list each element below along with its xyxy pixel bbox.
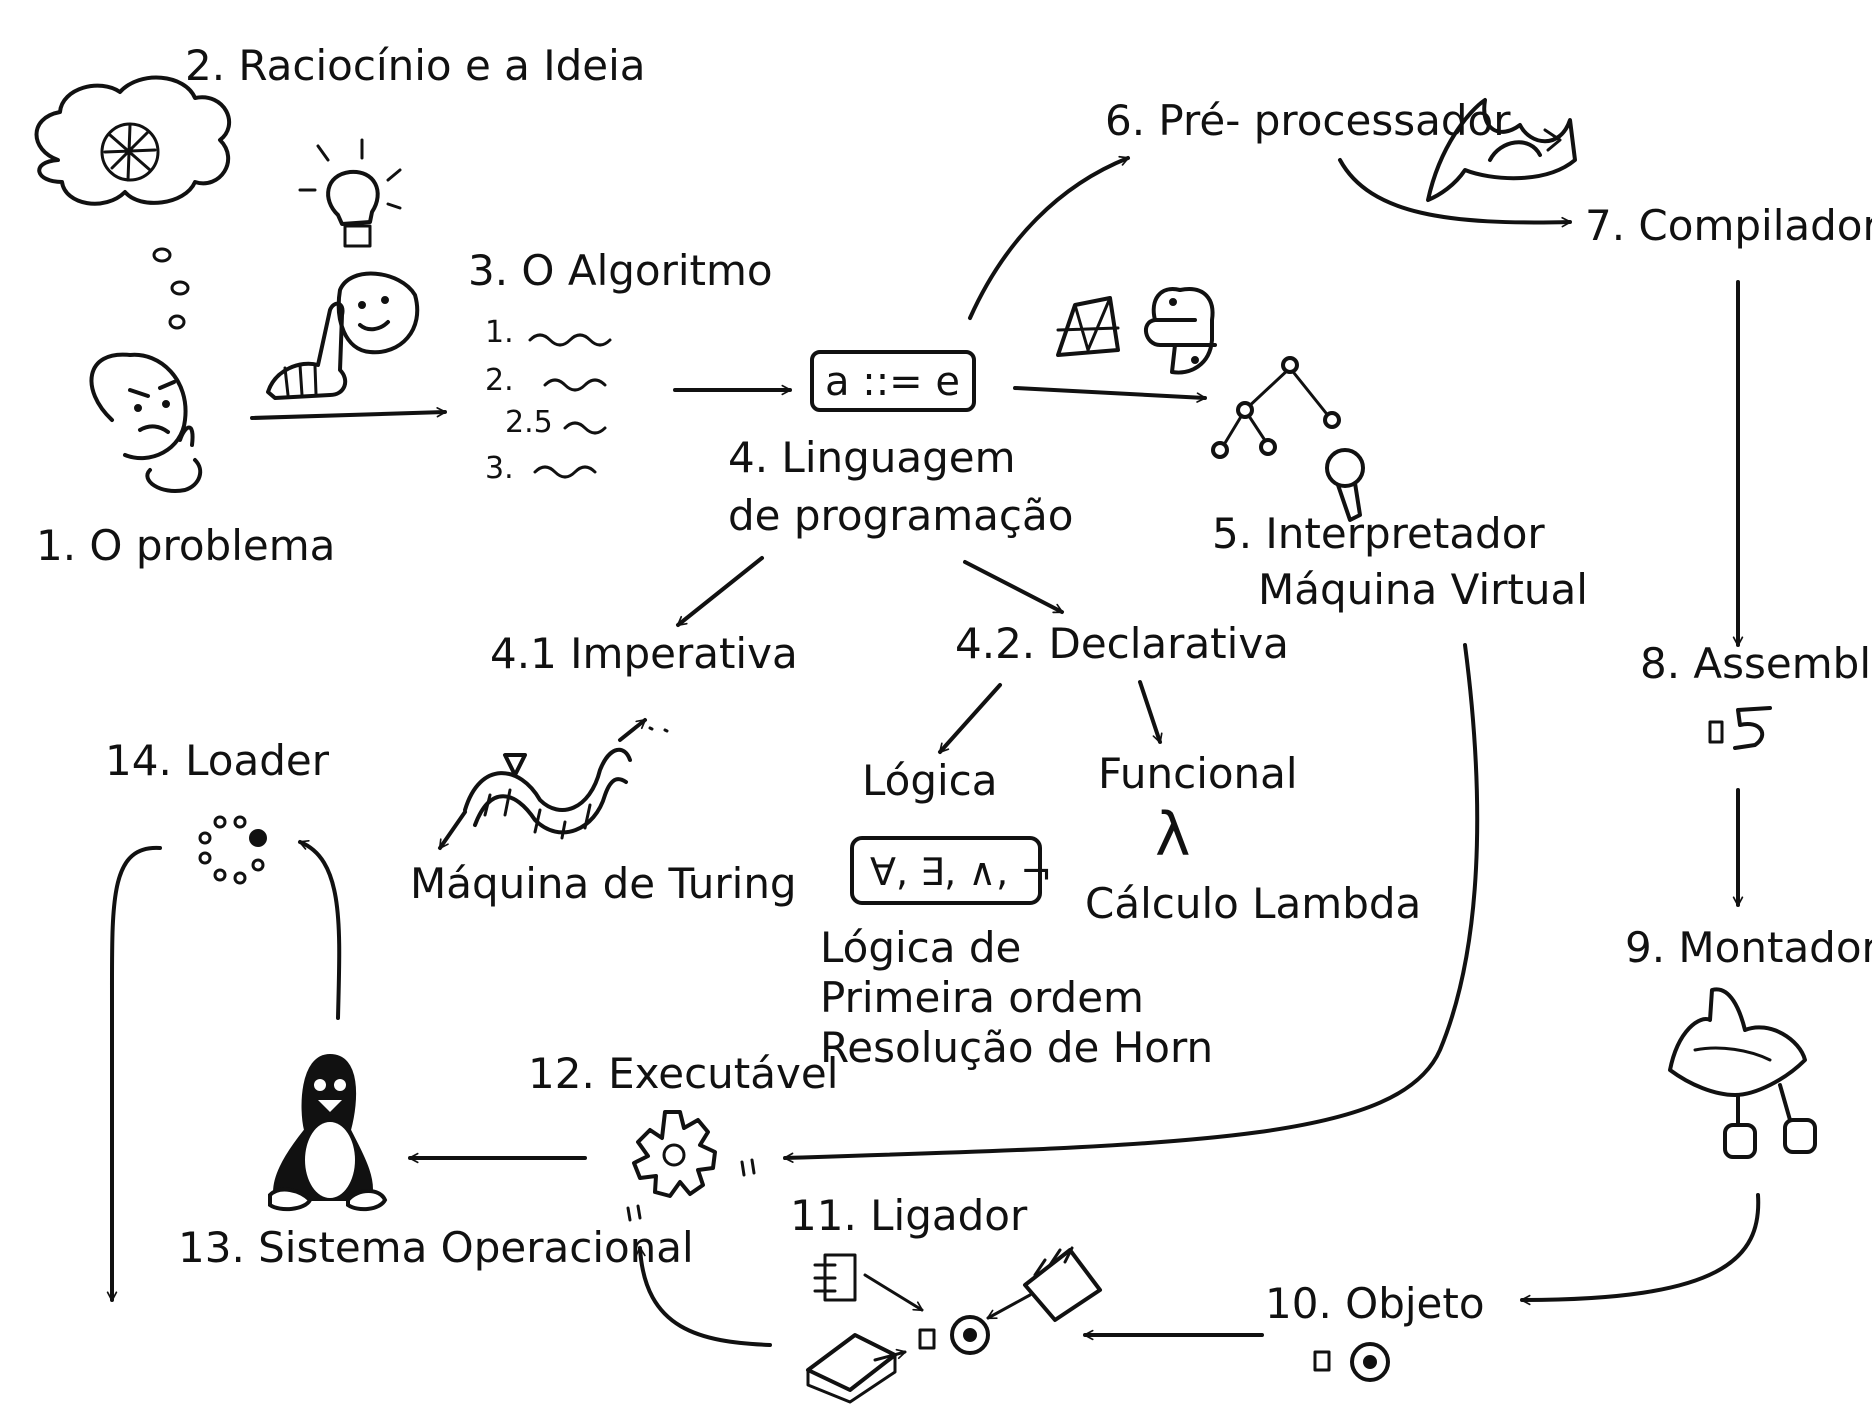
linker-square-icon [918, 1328, 936, 1350]
assembler-node: 9. Montador [1625, 923, 1872, 1159]
tux-penguin-icon [268, 1053, 388, 1212]
imperative-label: 4.1 Imperativa [490, 629, 798, 678]
logic-desc-line3: Resolução de Horn [820, 1023, 1213, 1072]
assembler-label: 9. Montador [1625, 923, 1872, 972]
flow-arrows [106, 155, 1761, 1362]
lightbulb-icon [298, 138, 402, 248]
functional-label: Funcional [1098, 749, 1298, 798]
algo-step-3: 3. [485, 451, 514, 486]
linker-target-icon [950, 1315, 990, 1355]
gcc-logo-icon [1426, 98, 1577, 202]
logic-desc-line2: Primeira ordem [820, 973, 1144, 1022]
reasoning-node: 2. Raciocínio e a Ideia [185, 41, 646, 400]
language-label-line2: de programação [728, 491, 1073, 540]
arrow-declarative-to-logic [938, 683, 1002, 754]
turing-machine-label: Máquina de Turing [410, 859, 797, 908]
logic-desc-line1: Lógica de [820, 923, 1021, 972]
confused-face-icon [89, 352, 203, 493]
executable-node: 12. Executável [528, 1049, 838, 1222]
thought-bubble-dots [152, 247, 190, 330]
arrow-linker-to-executable [635, 1246, 772, 1347]
saddle-icon [1668, 987, 1817, 1159]
thought-cloud-icon [34, 75, 232, 206]
loader-label: 14. Loader [105, 736, 330, 785]
happy-face-pointing-icon [266, 271, 420, 400]
declarative-node: 4.2. Declarativa Lógica ∀, ∃, ∧, ¬ Lógic… [820, 619, 1421, 1072]
language-node: a ::= e 4. Linguagem de programação [728, 350, 1073, 540]
language-label-line1: 4. Linguagem [728, 433, 1016, 482]
preprocessor-node: 6. Pré- processador [1105, 96, 1577, 202]
arrow-declarative-to-functional [1138, 680, 1163, 744]
algorithm-steps: 1. 2. 2.5 3. [485, 315, 612, 486]
books-icon [806, 1333, 897, 1404]
object-square-icon [1313, 1350, 1331, 1372]
magnifier-icon [1325, 448, 1365, 522]
problem-label: 1. O problema [36, 521, 335, 570]
bnf-box: a ::= e [810, 350, 976, 412]
arrow-books-to-linker [873, 1348, 907, 1362]
bnf-text: a ::= e [825, 359, 960, 405]
quote-mark-right [740, 1158, 756, 1177]
lambda-calculus-label: Cálculo Lambda [1085, 879, 1421, 928]
arrow-preprocessor-to-compiler [1338, 158, 1572, 228]
os-label: 13. Sistema Operacional [178, 1223, 694, 1272]
file-stack-icon [813, 1253, 857, 1302]
object-node: 10. Objeto [1265, 1279, 1485, 1382]
turing-tape-icon [438, 718, 669, 850]
algorithm-node: 3. O Algoritmo 1. 2. 2.5 3. [468, 246, 773, 486]
executable-label: 12. Executável [528, 1049, 838, 1098]
interpreter-label-line2: Máquina Virtual [1258, 565, 1588, 614]
linker-node: 11. Ligador [790, 1191, 1102, 1404]
reasoning-label: 2. Raciocínio e a Ideia [185, 41, 646, 90]
algorithm-label: 3. O Algoritmo [468, 246, 773, 295]
logic-label: Lógica [862, 756, 998, 805]
arrow-loader-down [106, 845, 162, 1302]
arrow-problem-to-algorithm [250, 407, 447, 420]
loading-spinner-icon [198, 815, 267, 885]
object-target-icon [1350, 1342, 1390, 1382]
problem-node: 1. O problema [34, 75, 335, 570]
imperative-node: 4.1 Imperativa Máquina de Turing [410, 629, 798, 908]
assembly-s-icon [1733, 706, 1772, 750]
loader-node: 14. Loader [105, 736, 330, 885]
algo-step-2: 2. [485, 363, 514, 398]
compiler-label: 7. Compilador [1585, 201, 1872, 250]
interpreter-node: 5. Interpretador Máquina Virtual [1056, 287, 1588, 614]
arrow-assembler-to-object [1520, 1193, 1761, 1306]
arrow-language-to-preprocessor [968, 155, 1130, 320]
assembly-label: 8. Assembly [1640, 639, 1872, 688]
logic-symbols-box: ∀, ∃, ∧, ¬ [850, 836, 1052, 905]
arrow-library-to-linker [986, 1293, 1032, 1320]
algo-step-2-5: 2.5 [505, 405, 553, 440]
arrow-language-to-imperative [676, 556, 764, 627]
gear-icon [632, 1110, 717, 1198]
os-node: 13. Sistema Operacional [178, 1053, 694, 1272]
lambda-icon: λ [1155, 800, 1191, 870]
arrow-files-to-linker [863, 1273, 924, 1312]
algo-step-1: 1. [485, 315, 514, 350]
linker-label: 11. Ligador [790, 1191, 1028, 1240]
logic-symbols-text: ∀, ∃, ∧, ¬ [870, 850, 1052, 894]
tree-icon [1211, 356, 1341, 459]
declarative-label: 4.2. Declarativa [955, 619, 1289, 668]
interpreter-label-line1: 5. Interpretador [1212, 509, 1545, 558]
quote-mark-left [626, 1204, 642, 1222]
arrow-language-to-declarative [963, 560, 1064, 614]
preprocessor-label: 6. Pré- processador [1105, 96, 1511, 145]
arrow-language-to-interpreter [1013, 386, 1207, 403]
library-icon [1023, 1246, 1102, 1322]
python-icon [1144, 287, 1217, 375]
assembly-node: 8. Assembly [1640, 639, 1872, 750]
arrow-interpreter-to-executable [783, 643, 1480, 1163]
object-label: 10. Objeto [1265, 1279, 1485, 1328]
arrow-os-to-loader [298, 839, 342, 1020]
ruby-gem-icon [1056, 296, 1120, 357]
